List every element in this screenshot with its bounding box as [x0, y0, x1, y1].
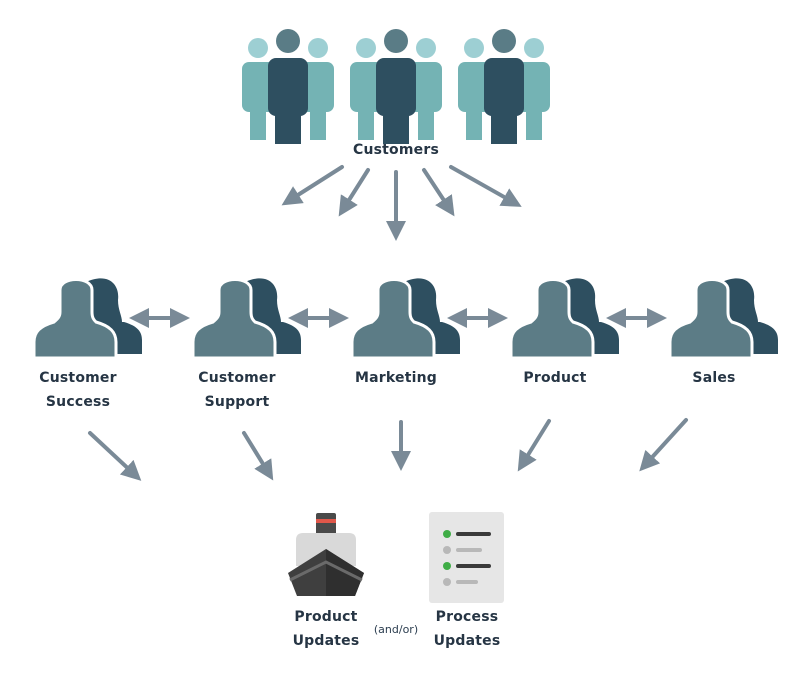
arrow-from-customer-success: [88, 431, 142, 481]
label-line: Sales: [692, 370, 736, 386]
arrow-to-customer-success: [281, 165, 344, 206]
label-line: Updates: [433, 633, 501, 649]
checklist-icon: [429, 512, 504, 603]
arrow-from-sales: [639, 418, 688, 472]
arrow-to-sales: [449, 165, 522, 207]
ship-icon: [288, 513, 364, 596]
label-line: Process: [435, 609, 499, 625]
team-icon-customer-support: [191, 276, 303, 360]
team-label-sales: Sales: [654, 366, 774, 390]
arrow-to-customer-support: [338, 168, 370, 217]
label-line: Customer: [198, 370, 276, 386]
team-label-customer-support: Customer Support: [177, 366, 297, 414]
label-line: Customer: [39, 370, 117, 386]
customers-icon: [242, 29, 550, 144]
output-label-process-updates: Process Updates: [407, 605, 527, 653]
team-icon-marketing: [350, 276, 462, 360]
output-arrows: [88, 418, 688, 481]
customers-arrows: [281, 165, 522, 241]
label-line: Product: [294, 609, 358, 625]
label-line: Product: [523, 370, 587, 386]
output-label-product-updates: Product Updates: [266, 605, 386, 653]
team-label-marketing: Marketing: [336, 366, 456, 390]
team-icon-sales: [668, 276, 780, 360]
team-icon-product: [509, 276, 621, 360]
team-label-customer-success: Customer Success: [18, 366, 138, 414]
label-line: Support: [204, 394, 270, 410]
team-icon-customer-success: [32, 276, 144, 360]
arrow-from-customer-support: [242, 431, 274, 481]
arrow-from-product: [517, 419, 551, 472]
customers-label: Customers: [352, 142, 439, 158]
team-label-product: Product: [495, 366, 615, 390]
arrow-to-product: [422, 168, 455, 217]
label-line: Success: [45, 394, 111, 410]
label-line: Marketing: [355, 370, 437, 386]
label-line: Updates: [292, 633, 360, 649]
and-or-connector: (and/or): [373, 623, 419, 636]
